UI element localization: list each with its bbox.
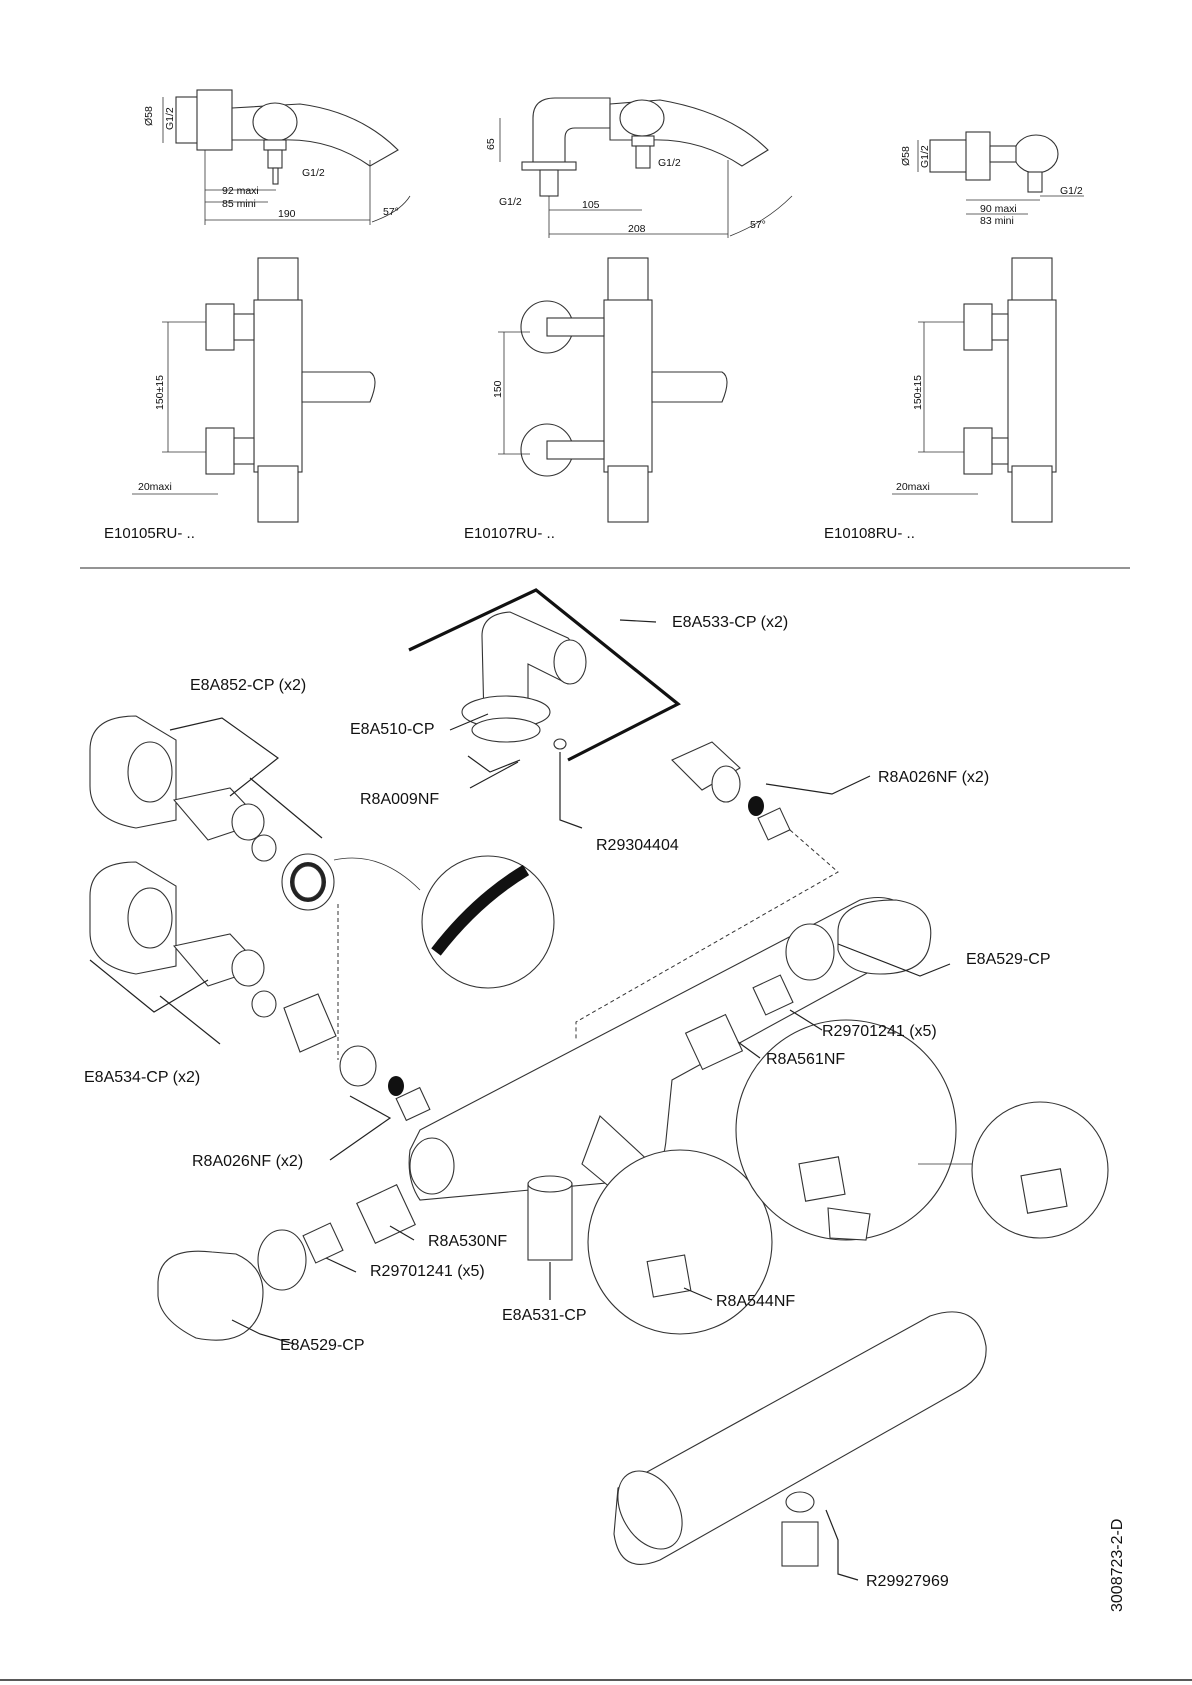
dim-depth: 20maxi <box>896 481 930 493</box>
dim-angle: 57° <box>383 206 399 218</box>
dim-height: 65 <box>485 138 497 150</box>
dim-depth: 20maxi <box>138 481 172 493</box>
label-r8a530: R8A530NF <box>428 1233 507 1250</box>
dim-angle: 57° <box>750 219 766 231</box>
model-code: E10105RU- .. <box>104 525 195 542</box>
side-view-e10107: 65 G1/2 G1/2 105 208 57° <box>485 97 793 238</box>
front-view-e10105: 150±15 20maxi E10105RU- .. <box>104 257 376 542</box>
dim-length: 208 <box>628 223 646 235</box>
label-r8a026-top: R8A026NF (x2) <box>878 769 989 786</box>
dim-spacing: 150±15 <box>912 375 924 410</box>
side-view-e10105: Ø58 G1/2 G1/2 92 maxi 85 mini 190 57° <box>143 89 411 225</box>
label-r29701241-right: R29701241 (x5) <box>822 1023 937 1040</box>
exploded-view <box>89 588 1109 1581</box>
dim-thread-a: G1/2 <box>658 157 681 169</box>
model-code: E10108RU- .. <box>824 525 915 542</box>
dim-spacing: 150±15 <box>154 375 166 410</box>
dim-max: 92 maxi <box>222 185 259 197</box>
dim-thread-b: G1/2 <box>499 196 522 208</box>
dim-thread-top: G1/2 <box>919 145 931 168</box>
label-e8a529-right: E8A529-CP <box>966 951 1051 968</box>
label-r8a561: R8A561NF <box>766 1051 845 1068</box>
front-view-e10107: 150 E10107RU- .. <box>464 257 728 542</box>
label-e8a533: E8A533-CP (x2) <box>672 614 788 631</box>
dim-spacing: 150 <box>492 380 504 398</box>
dim-diameter: Ø58 <box>900 146 912 166</box>
label-e8a529-left: E8A529-CP <box>280 1337 365 1354</box>
label-r8a544: R8A544NF <box>716 1293 795 1310</box>
document-reference: 3008723-2-D <box>1109 1519 1126 1612</box>
label-e8a852: E8A852-CP (x2) <box>190 677 306 694</box>
side-view-e10108: Ø58 G1/2 G1/2 90 maxi 83 mini <box>900 131 1084 227</box>
front-view-e10108: 150±15 20maxi E10108RU- .. <box>824 257 1057 542</box>
label-e8a534: E8A534-CP (x2) <box>84 1069 200 1086</box>
dim-min: 83 mini <box>980 215 1014 227</box>
dim-thread-top: G1/2 <box>164 107 176 130</box>
dim-min: 85 mini <box>222 198 256 210</box>
label-r29927969: R29927969 <box>866 1573 949 1590</box>
dim-thread-side: G1/2 <box>1060 185 1083 197</box>
dim-diameter: Ø58 <box>143 106 155 126</box>
label-e8a510: E8A510-CP <box>350 721 435 738</box>
label-r29701241-left: R29701241 (x5) <box>370 1263 485 1280</box>
model-code: E10107RU- .. <box>464 525 555 542</box>
dim-thread-side: G1/2 <box>302 167 325 179</box>
label-r8a026-left: R8A026NF (x2) <box>192 1153 303 1170</box>
label-e8a531: E8A531-CP <box>502 1307 587 1324</box>
dim-offset: 105 <box>582 199 600 211</box>
dim-length: 190 <box>278 208 296 220</box>
label-r8a009: R8A009NF <box>360 791 439 808</box>
dim-max: 90 maxi <box>980 203 1017 215</box>
label-r29304404: R29304404 <box>596 837 679 854</box>
